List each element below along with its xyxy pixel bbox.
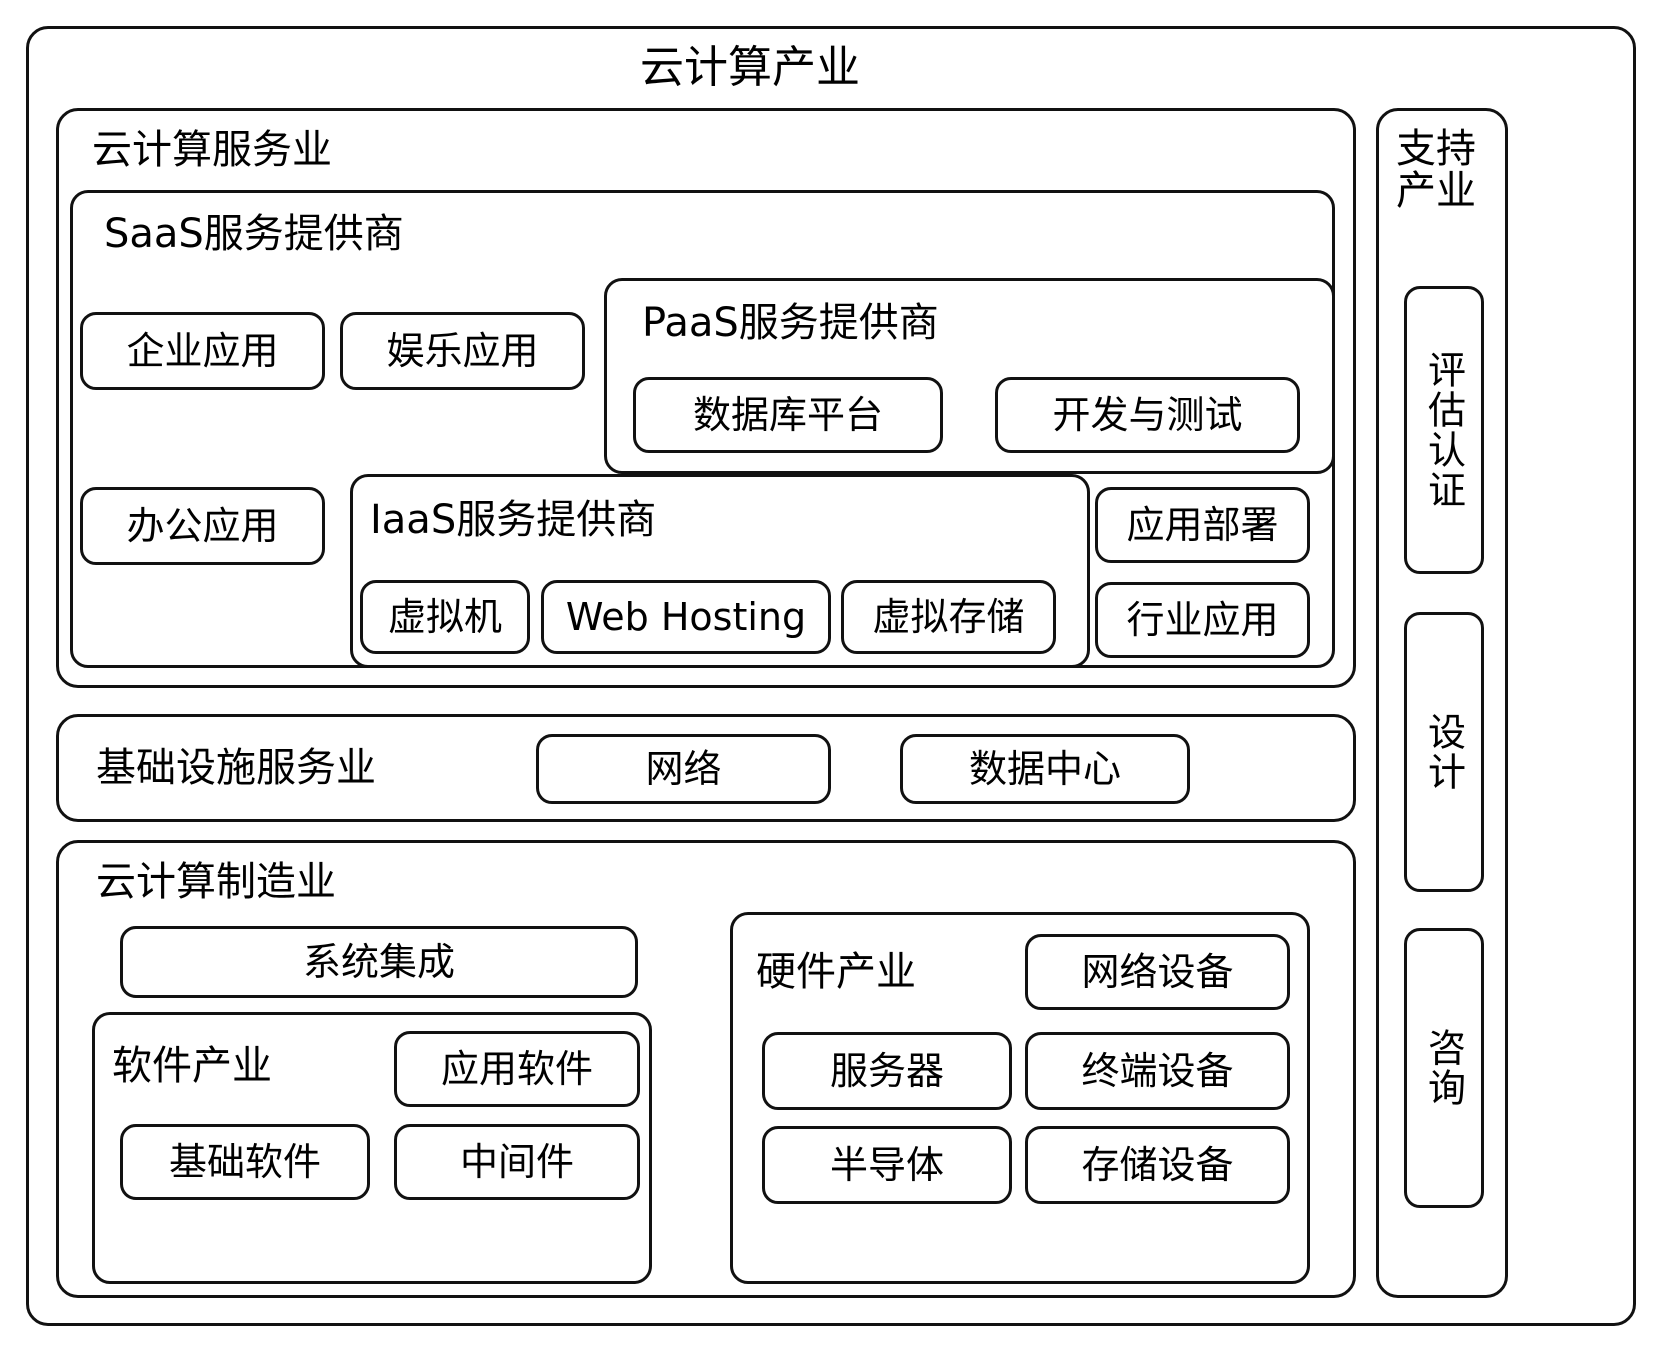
group-label-paas-provider: PaaS服务提供商 bbox=[642, 300, 939, 346]
assessment-certification-text: 评估认证 bbox=[1421, 350, 1466, 510]
node-entertainment-application[interactable]: 娱乐应用 bbox=[340, 312, 585, 390]
node-application-deployment[interactable]: 应用部署 bbox=[1095, 487, 1310, 563]
group-label-saas-provider: SaaS服务提供商 bbox=[104, 211, 404, 257]
node-network[interactable]: 网络 bbox=[536, 734, 831, 804]
node-enterprise-application[interactable]: 企业应用 bbox=[80, 312, 325, 390]
group-label-support-industry: 支持产业 bbox=[1396, 128, 1488, 212]
group-label-cloud-service-industry: 云计算服务业 bbox=[92, 127, 332, 173]
node-assessment-certification[interactable]: 评估认证 bbox=[1404, 286, 1484, 574]
node-network-equipment[interactable]: 网络设备 bbox=[1025, 934, 1290, 1010]
group-label-cloud-manufacturing-industry: 云计算制造业 bbox=[96, 859, 336, 905]
node-industry-application[interactable]: 行业应用 bbox=[1095, 582, 1310, 658]
node-storage-equipment[interactable]: 存储设备 bbox=[1025, 1126, 1290, 1204]
group-label-hardware-industry: 硬件产业 bbox=[756, 949, 916, 995]
node-design[interactable]: 设计 bbox=[1404, 612, 1484, 892]
node-development-and-testing[interactable]: 开发与测试 bbox=[995, 377, 1300, 453]
node-virtual-machine[interactable]: 虚拟机 bbox=[360, 580, 530, 654]
group-label-iaas-provider: IaaS服务提供商 bbox=[370, 497, 657, 543]
node-system-integration[interactable]: 系统集成 bbox=[120, 926, 638, 998]
node-office-application[interactable]: 办公应用 bbox=[80, 487, 325, 565]
node-terminal-equipment[interactable]: 终端设备 bbox=[1025, 1032, 1290, 1110]
node-server[interactable]: 服务器 bbox=[762, 1032, 1012, 1110]
support-industry-text: 支持产业 bbox=[1396, 126, 1476, 214]
group-label-infrastructure-service-industry: 基础设施服务业 bbox=[96, 745, 376, 791]
node-basic-software[interactable]: 基础软件 bbox=[120, 1124, 370, 1200]
consulting-text: 咨询 bbox=[1421, 1028, 1466, 1108]
node-semiconductor[interactable]: 半导体 bbox=[762, 1126, 1012, 1204]
node-database-platform[interactable]: 数据库平台 bbox=[633, 377, 943, 453]
node-data-center[interactable]: 数据中心 bbox=[900, 734, 1190, 804]
group-label-software-industry: 软件产业 bbox=[112, 1043, 272, 1089]
node-web-hosting[interactable]: Web Hosting bbox=[541, 580, 831, 654]
node-virtual-storage[interactable]: 虚拟存储 bbox=[841, 580, 1056, 654]
page-title: 云计算产业 bbox=[640, 42, 860, 93]
node-middleware[interactable]: 中间件 bbox=[394, 1124, 640, 1200]
design-text: 设计 bbox=[1421, 712, 1466, 792]
node-application-software[interactable]: 应用软件 bbox=[394, 1031, 640, 1107]
node-consulting[interactable]: 咨询 bbox=[1404, 928, 1484, 1208]
